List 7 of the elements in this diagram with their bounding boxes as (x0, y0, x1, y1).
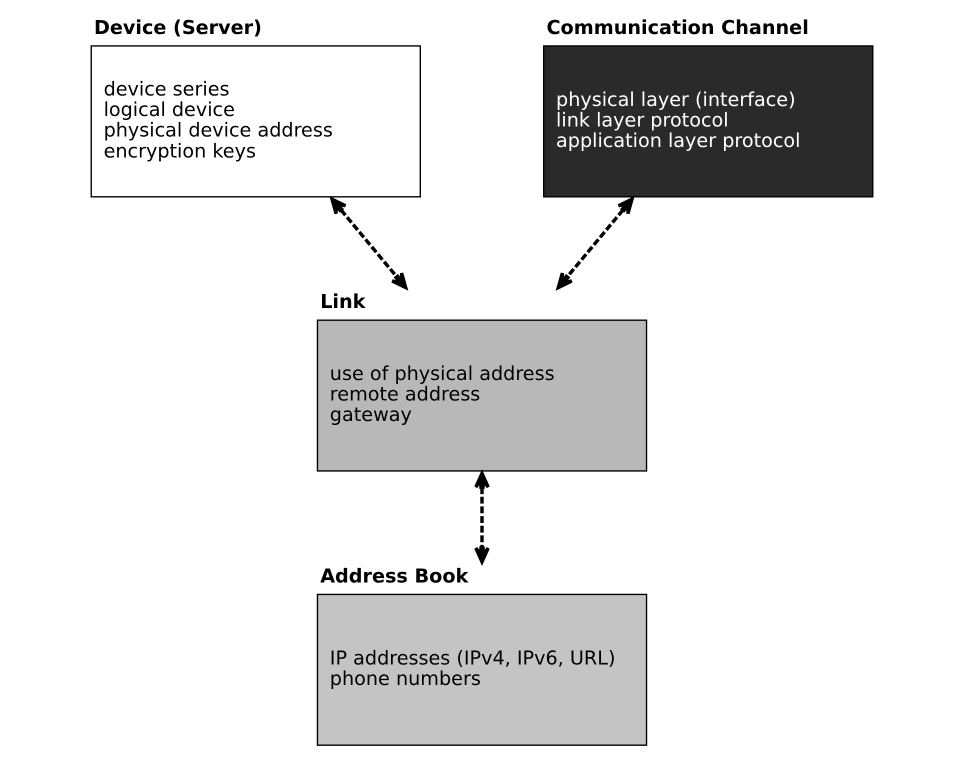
arrow (556, 197, 634, 290)
node-label: Address Book (320, 564, 468, 588)
node-label: Device (Server) (94, 16, 262, 39)
node-label: Communication Channel (546, 16, 809, 39)
arrow (474, 472, 490, 564)
arrow (330, 197, 408, 290)
node-label: Link (320, 290, 366, 314)
